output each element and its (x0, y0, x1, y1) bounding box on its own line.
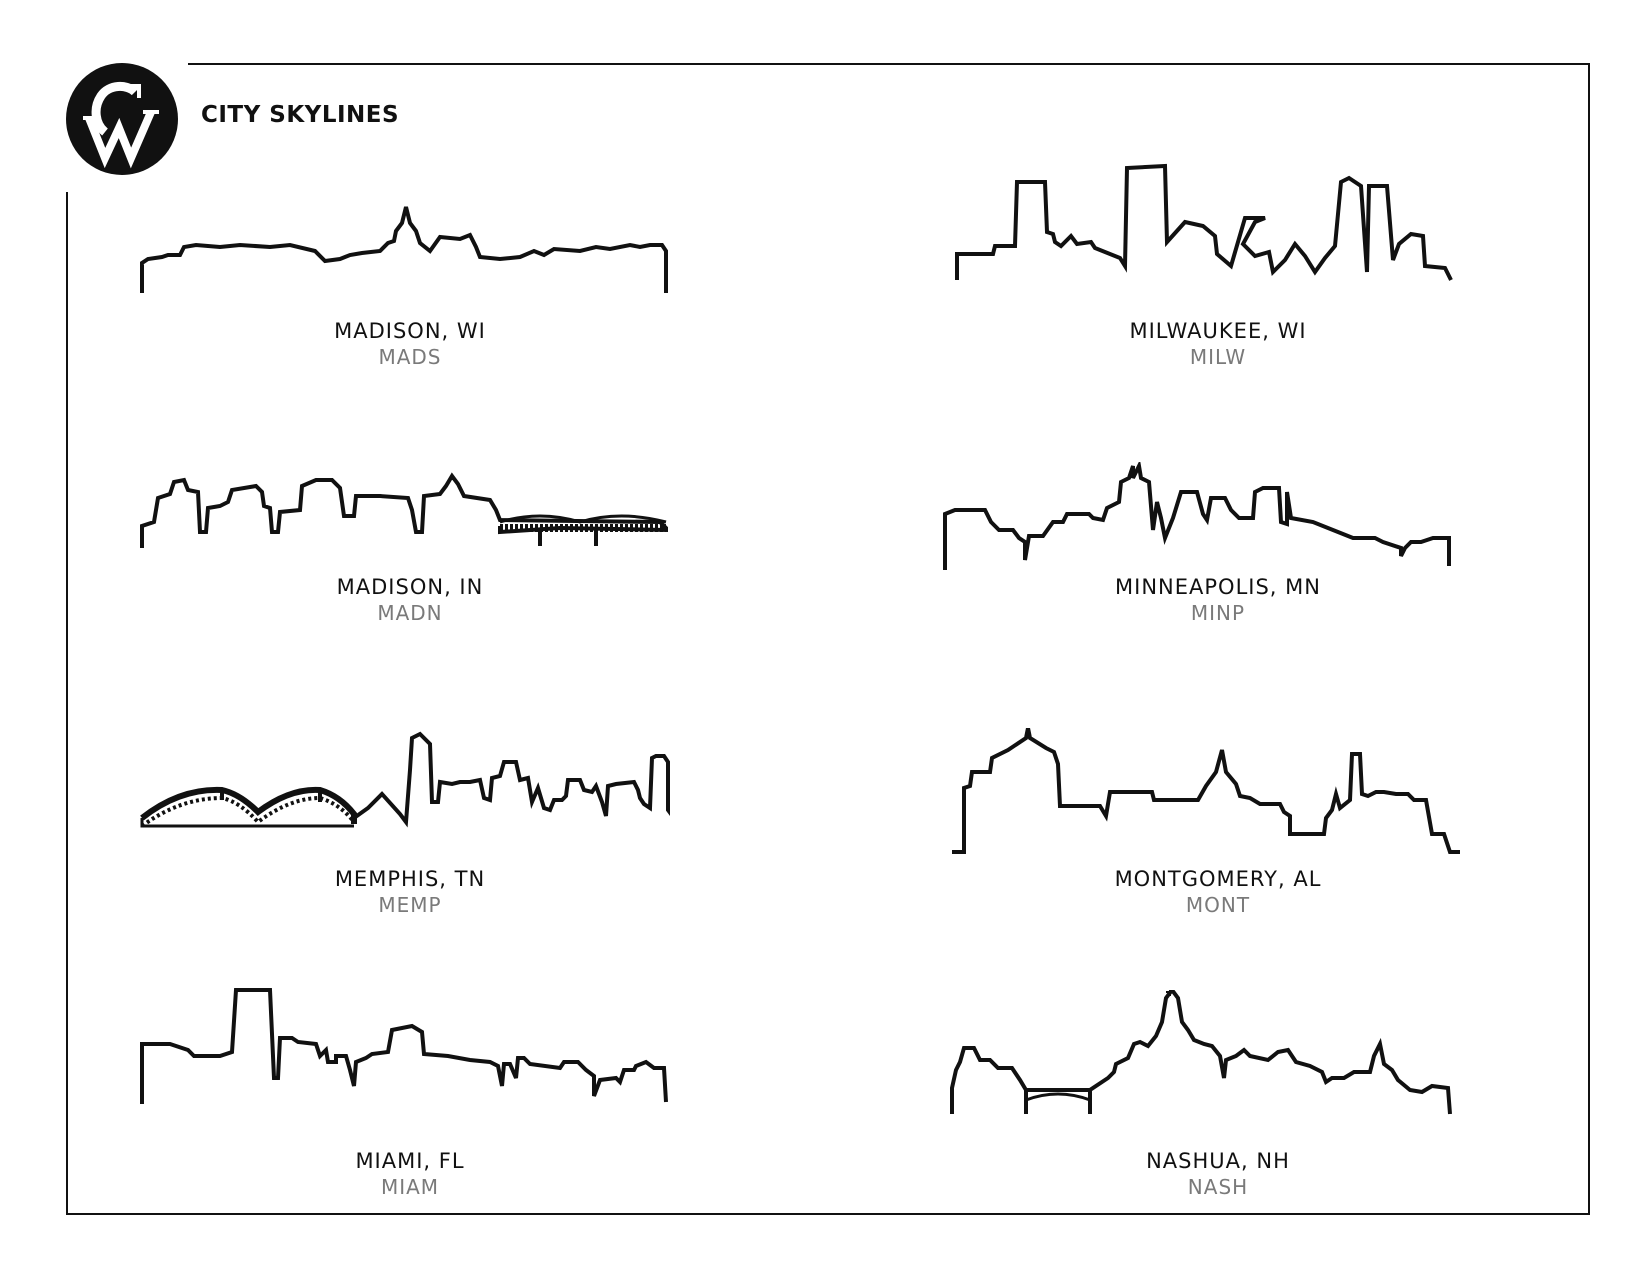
skyline-montgomery-al (950, 728, 1480, 858)
city-code: MADN (377, 601, 443, 625)
city-code: MEMP (378, 893, 442, 917)
city-code: MILW (1189, 345, 1247, 369)
skyline-minneapolis-mn (943, 462, 1473, 572)
city-name: MONTGOMERY, AL (1114, 867, 1322, 891)
cw-logo-icon (66, 63, 178, 175)
city-label-montgomery-al: MONTGOMERY, AL MONT (938, 866, 1498, 918)
city-label-nashua-nh: NASHUA, NH NASH (938, 1148, 1498, 1200)
page-frame (66, 63, 1590, 1215)
city-code: MIAM (380, 1175, 440, 1199)
city-name: MIAMI, FL (355, 1149, 465, 1173)
city-code: MINP (1190, 601, 1246, 625)
city-code: NASH (1187, 1175, 1249, 1199)
city-label-milwaukee-wi: MILWAUKEE, WI MILW (938, 318, 1498, 370)
city-name: MADISON, WI (334, 319, 486, 343)
logo-area (58, 56, 188, 192)
city-label-memphis-tn: MEMPHIS, TN MEMP (130, 866, 690, 918)
skyline-madison-in (140, 470, 670, 550)
city-code: MADS (378, 345, 442, 369)
city-name: MINNEAPOLIS, MN (1115, 575, 1321, 599)
skyline-miami-fl (140, 978, 670, 1108)
skyline-milwaukee-wi (955, 162, 1485, 282)
city-name: MILWAUKEE, WI (1129, 319, 1307, 343)
skyline-nashua-nh (950, 990, 1480, 1120)
city-name: NASHUA, NH (1146, 1149, 1290, 1173)
city-label-miami-fl: MIAMI, FL MIAM (130, 1148, 690, 1200)
city-name: MADISON, IN (336, 575, 484, 599)
city-label-madison-wi: MADISON, WI MADS (130, 318, 690, 370)
city-label-madison-in: MADISON, IN MADN (130, 574, 690, 626)
city-label-minneapolis-mn: MINNEAPOLIS, MN MINP (938, 574, 1498, 626)
city-name: MEMPHIS, TN (334, 867, 486, 891)
page-title: CITY SKYLINES (201, 102, 400, 128)
city-code: MONT (1185, 893, 1251, 917)
skyline-memphis-tn (140, 728, 670, 828)
skyline-madison-wi (140, 205, 670, 295)
